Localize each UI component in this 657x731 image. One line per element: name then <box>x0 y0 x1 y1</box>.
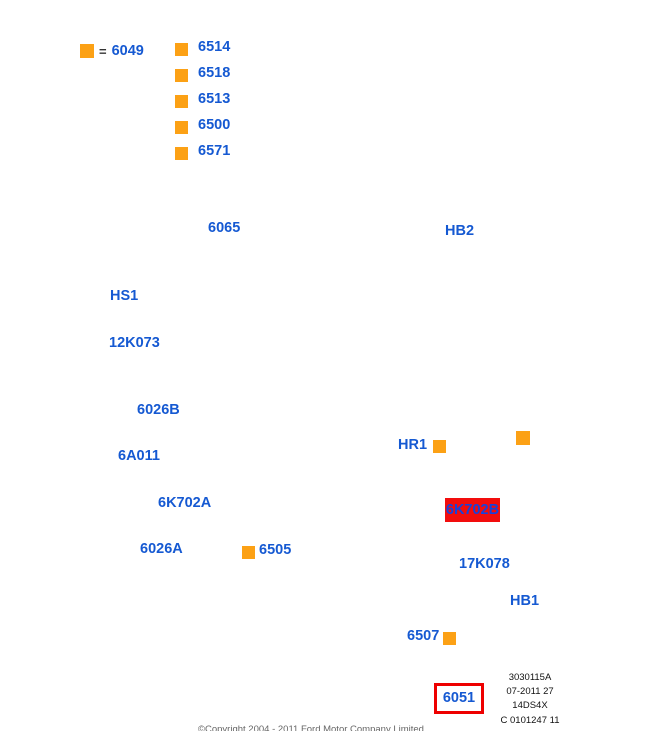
part-label-HS1[interactable]: HS1 <box>110 288 139 304</box>
part-label-6026B[interactable]: 6026B <box>137 402 180 418</box>
copyright-text: ©Copyright 2004 - 2011 Ford Motor Compan… <box>198 724 427 731</box>
orange-swatch <box>175 147 188 160</box>
stamp-line: 3030115A <box>508 672 552 683</box>
orange-swatch <box>175 43 188 56</box>
part-label-6A011[interactable]: 6A011 <box>118 448 160 464</box>
legend-equals: = <box>99 43 107 59</box>
part-label-6507[interactable]: 6507 <box>407 628 440 644</box>
part-label-12K073[interactable]: 12K073 <box>109 335 160 351</box>
orange-swatch-assembly <box>516 431 530 445</box>
part-label-6026A[interactable]: 6026A <box>140 541 183 557</box>
orange-swatch <box>175 69 188 82</box>
part-label-HB1[interactable]: HB1 <box>510 593 540 609</box>
stamp-line: 14DS4X <box>512 700 548 712</box>
orange-swatch <box>175 121 188 134</box>
part-label-17K078[interactable]: 17K078 <box>459 556 510 572</box>
stamp-line: C 0101247 11 <box>500 714 560 726</box>
part-label-6513[interactable]: 6513 <box>198 91 231 107</box>
orange-swatch <box>443 632 456 645</box>
part-label-6518[interactable]: 6518 <box>198 65 231 81</box>
orange-swatch <box>175 95 188 108</box>
orange-swatch-legend <box>80 44 94 58</box>
part-label-HB2[interactable]: HB2 <box>445 223 475 239</box>
part-label-6514[interactable]: 6514 <box>198 39 231 55</box>
legend: = 6049 <box>80 43 144 59</box>
part-label-6500[interactable]: 6500 <box>198 117 231 133</box>
part-label-6051[interactable]: 6051 <box>434 683 484 714</box>
part-label-6571[interactable]: 6571 <box>198 143 231 159</box>
orange-swatch <box>433 440 446 453</box>
orange-swatch <box>242 546 255 559</box>
part-label-6K702B[interactable]: 6K702B <box>445 498 500 522</box>
part-label-6505[interactable]: 6505 <box>259 542 292 558</box>
part-label-6049[interactable]: 6049 <box>111 43 144 59</box>
part-label-6K702A[interactable]: 6K702A <box>158 495 212 511</box>
stamp-line: 07-2011 27 <box>506 686 554 698</box>
drawing-number-stamp: 3030115A 07-2011 27 14DS4X C 0101247 11 <box>477 671 583 728</box>
part-label-HR1[interactable]: HR1 <box>398 437 428 453</box>
part-label-6065[interactable]: 6065 <box>208 220 241 236</box>
